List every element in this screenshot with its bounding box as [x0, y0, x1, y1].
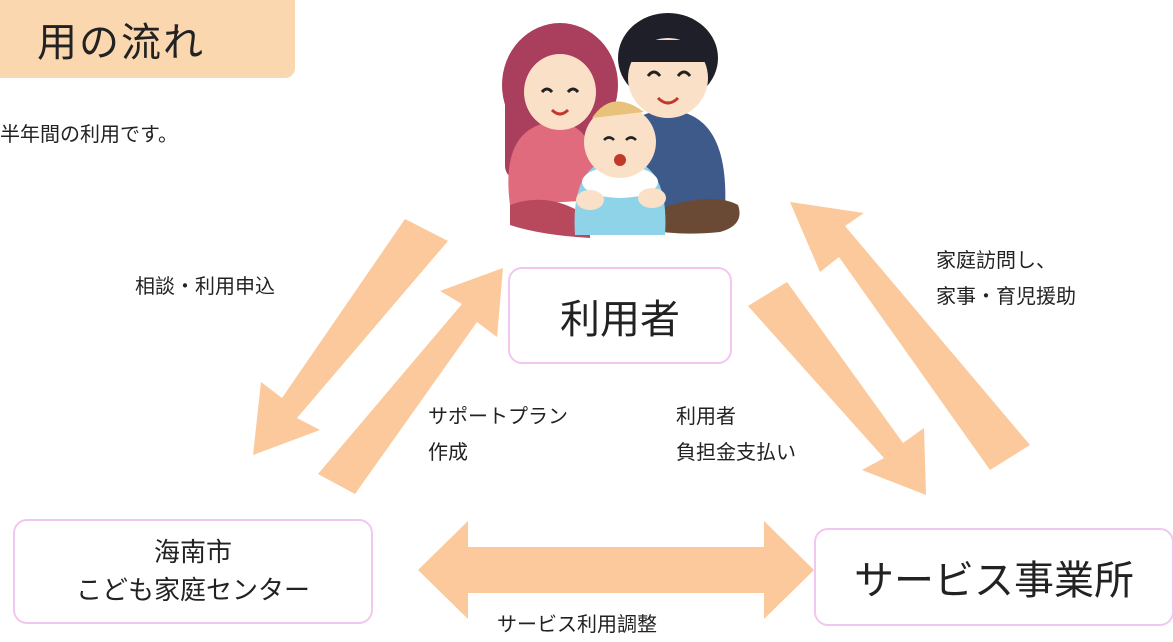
arrow-visit [790, 202, 1030, 470]
label-consult: 相談・利用申込 [135, 274, 275, 298]
node-child-family-center: 海南市 こども家庭センター [13, 519, 373, 624]
page-title: 用の流れ [37, 20, 205, 66]
label-support-plan-line2: 作成 [428, 440, 468, 464]
label-home-visit: 家庭訪問し、 家事・育児援助 [936, 242, 1076, 314]
node-service-office: サービス事業所 [814, 528, 1173, 626]
label-home-visit-line1: 家庭訪問し、 [936, 248, 1056, 272]
arrow-plan [318, 268, 503, 494]
label-payment: 利用者 負担金支払い [676, 398, 796, 470]
node-service-label: サービス事業所 [854, 558, 1134, 604]
label-support-plan-line1: サポートプラン [428, 404, 568, 428]
node-user-label: 利用者 [560, 296, 680, 343]
node-user: 利用者 [508, 267, 732, 364]
intro-text: 半年間の利用です。 [0, 122, 178, 146]
node-center-line1: 海南市 [153, 537, 232, 568]
label-payment-line2: 負担金支払い [676, 440, 796, 464]
page-title-tab: 用の流れ [0, 0, 295, 78]
label-home-visit-line2: 家事・育児援助 [936, 284, 1076, 308]
label-service-adjustment: サービス利用調整 [497, 612, 657, 636]
arrow-pay [748, 282, 926, 495]
arrow-adjust [418, 521, 814, 619]
label-payment-line1: 利用者 [676, 404, 736, 428]
node-center-line2: こども家庭センター [75, 575, 310, 606]
label-support-plan: サポートプラン 作成 [428, 398, 568, 470]
arrow-consult [253, 219, 448, 455]
family-illustration [502, 13, 740, 238]
